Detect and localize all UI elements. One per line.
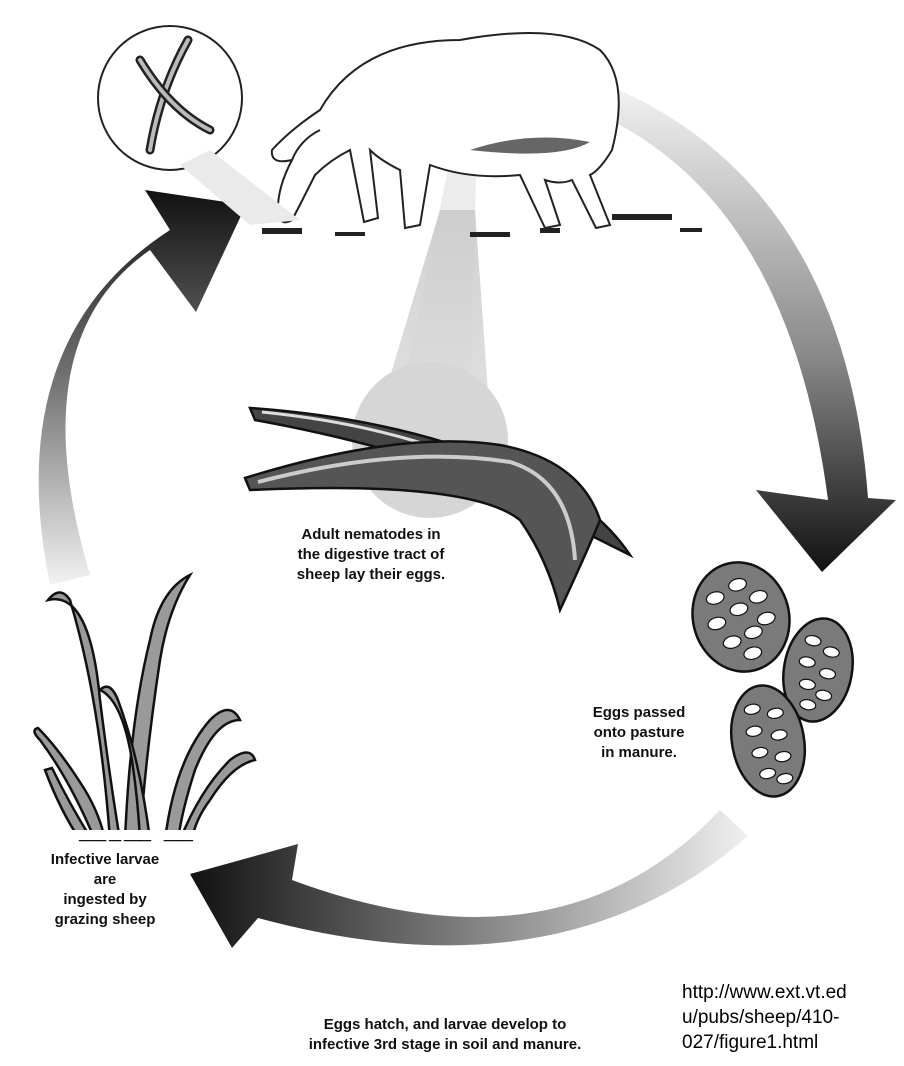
label-eggs-hatch: Eggs hatch, and larvae develop to infect…: [250, 1015, 640, 1055]
label-eggs-passed: Eggs passed onto pasture in manure.: [574, 703, 704, 763]
source-url: http://www.ext.vt.ed u/pubs/sheep/410- 0…: [682, 980, 902, 1055]
arrow-bottom: [190, 810, 748, 948]
grass-base: [40, 830, 230, 840]
worm-magnified-icon: [98, 26, 242, 170]
label-infective-larvae: Infective larvae are ingested by grazing…: [10, 850, 200, 930]
label-adult-nematodes: Adult nematodes in the digestive tract o…: [266, 525, 476, 585]
grass-larvae-icon: [34, 575, 255, 840]
ground-tufts-icon: [262, 214, 702, 237]
arrow-left: [39, 190, 246, 585]
parasite-eggs-icon: [680, 551, 860, 802]
arrow-right: [610, 88, 896, 572]
